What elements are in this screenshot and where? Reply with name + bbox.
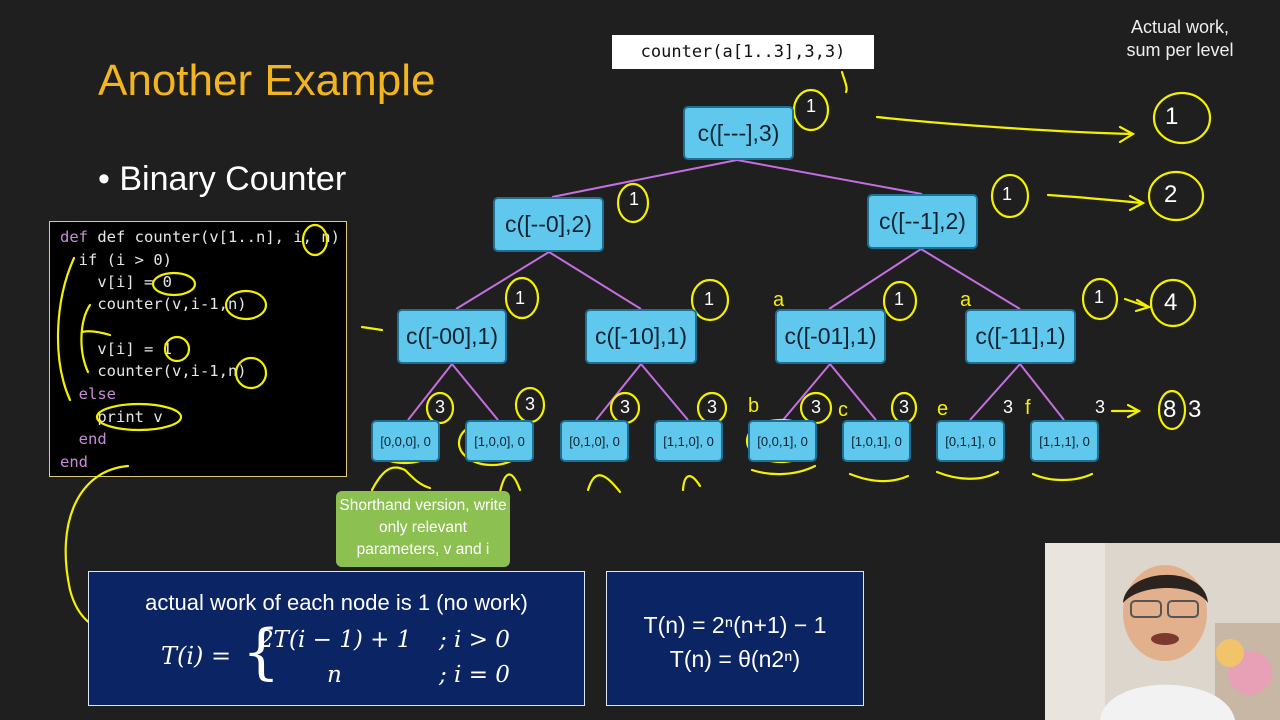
tree-node-l1-0: c([--0],2) — [493, 197, 604, 252]
tree-leaf-3: [1,1,0], 0 — [654, 420, 723, 462]
code-line-8: else — [60, 385, 116, 403]
cost-leaf-5: 3 — [898, 397, 909, 417]
work-note: actual work of each node is 1 (no work) — [145, 590, 528, 615]
level-sum-2: 4 — [1164, 289, 1178, 316]
tree-node-l2-1: c([-10],1) — [585, 309, 697, 364]
level-sum-3-factor: 3 — [1188, 396, 1202, 423]
cost-leaf-2: 3 — [619, 397, 630, 417]
edge-root-right — [736, 159, 923, 195]
code-line-10: end — [60, 430, 107, 448]
cost-leaf-7: 3 — [1094, 397, 1105, 417]
slide-title: Another Example — [98, 56, 436, 105]
code-line-4: counter(v,i-1,n) — [60, 295, 247, 313]
edge-leaf-2 — [451, 363, 499, 421]
tree-leaf-4: [0,0,1], 0 — [748, 420, 817, 462]
tree-leaf-2: [0,1,0], 0 — [560, 420, 629, 462]
cost-leaf-3: 3 — [706, 397, 717, 417]
hand-label-a1: a — [773, 289, 785, 311]
recurrence-cond-2: ; i = 0 — [439, 662, 510, 688]
recurrence-panel: actual work of each node is 1 (no work) … — [88, 571, 585, 706]
edge-l1a-l2a — [455, 251, 550, 310]
tree-leaf-1: [1,0,0], 0 — [465, 420, 534, 462]
shorthand-callout: Shorthand version, write only relevant p… — [336, 491, 510, 567]
level-sum-0: 1 — [1165, 103, 1179, 130]
tree-node-root: c([---],3) — [683, 106, 794, 160]
recurrence-case-2: n — [327, 662, 342, 688]
code-line-3: v[i] = 0 — [60, 273, 172, 291]
recurrence-cond-1: ; i > 0 — [439, 627, 510, 653]
edge-leaf-7 — [969, 363, 1021, 421]
edge-leaf-5 — [782, 363, 831, 421]
code-line-2: if (i > 0) — [60, 251, 172, 269]
solution-line-1: T(n) = 2ⁿ(n+1) − 1 — [643, 612, 827, 638]
recurrence-brace: { — [242, 617, 281, 687]
tree-leaf-5: [1,0,1], 0 — [842, 420, 911, 462]
edge-leaf-3 — [595, 363, 642, 421]
code-line-1: def def counter(v[1..n], i, n) — [60, 228, 340, 246]
tree-node-l1-1: c([--1],2) — [867, 194, 978, 249]
tree-leaf-0: [0,0,0], 0 — [371, 420, 440, 462]
tree-node-l2-0: c([-00],1) — [397, 309, 507, 364]
cost-root: 1 — [805, 96, 816, 116]
tree-leaf-6: [0,1,1], 0 — [936, 420, 1005, 462]
solution-panel: T(n) = 2ⁿ(n+1) − 1 T(n) = θ(n2ⁿ) — [606, 571, 864, 706]
level-sum-1: 2 — [1164, 181, 1178, 208]
cost-leaf-6: 3 — [1002, 397, 1013, 417]
bullet-binary-counter: • Binary Counter — [98, 160, 347, 198]
cost-leaf-4: 3 — [810, 397, 821, 417]
cost-l2-0: 1 — [514, 288, 525, 308]
edge-l1a-l2b — [548, 251, 642, 310]
hand-label-b: b — [748, 395, 759, 417]
hand-label-f: f — [1025, 397, 1031, 419]
cost-l2-2: 1 — [893, 289, 904, 309]
cost-leaf-1: 3 — [524, 394, 535, 414]
code-line-7: counter(v,i-1,n) — [60, 362, 247, 380]
recurrence-case-1: 2T(i − 1) + 1 — [259, 627, 412, 653]
hand-label-e: e — [937, 398, 948, 420]
code-line-11: end — [60, 453, 88, 471]
code-block: def def counter(v[1..n], i, n) if (i > 0… — [49, 221, 347, 477]
edge-leaf-1 — [407, 363, 453, 421]
level-sum-heading: Actual work, sum per level — [1126, 17, 1234, 60]
cost-leaf-0: 3 — [434, 397, 445, 417]
edge-leaf-4 — [640, 363, 689, 421]
tree-leaf-7: [1,1,1], 0 — [1030, 420, 1099, 462]
edge-l1b-l2c — [828, 248, 922, 310]
tree-node-l2-2: c([-01],1) — [775, 309, 886, 364]
presenter-webcam — [1045, 543, 1280, 720]
cost-l2-1: 1 — [703, 289, 714, 309]
code-line-6: v[i] = 1 — [60, 340, 172, 358]
bullet-text: Binary Counter — [119, 160, 347, 198]
code-line-9: print v — [60, 408, 163, 426]
root-call-label: counter(a[1..3],3,3) — [612, 35, 874, 69]
recurrence-lhs: T(i) = — [161, 642, 232, 670]
edge-root-left — [551, 159, 738, 198]
edge-leaf-8 — [1019, 363, 1065, 421]
cost-l1-1: 1 — [1001, 184, 1012, 204]
hand-label-a2: a — [960, 289, 972, 311]
solution-line-2: T(n) = θ(n2ⁿ) — [669, 646, 801, 672]
hand-label-c: c — [838, 399, 848, 421]
edge-leaf-6 — [829, 363, 877, 421]
tree-node-l2-3: c([-11],1) — [965, 309, 1076, 364]
cost-l2-3: 1 — [1093, 287, 1104, 307]
edge-l1b-l2d — [920, 248, 1021, 310]
cost-l1-0: 1 — [628, 189, 639, 209]
level-sum-3: 8 — [1163, 396, 1177, 423]
presenter-image — [1045, 543, 1280, 720]
